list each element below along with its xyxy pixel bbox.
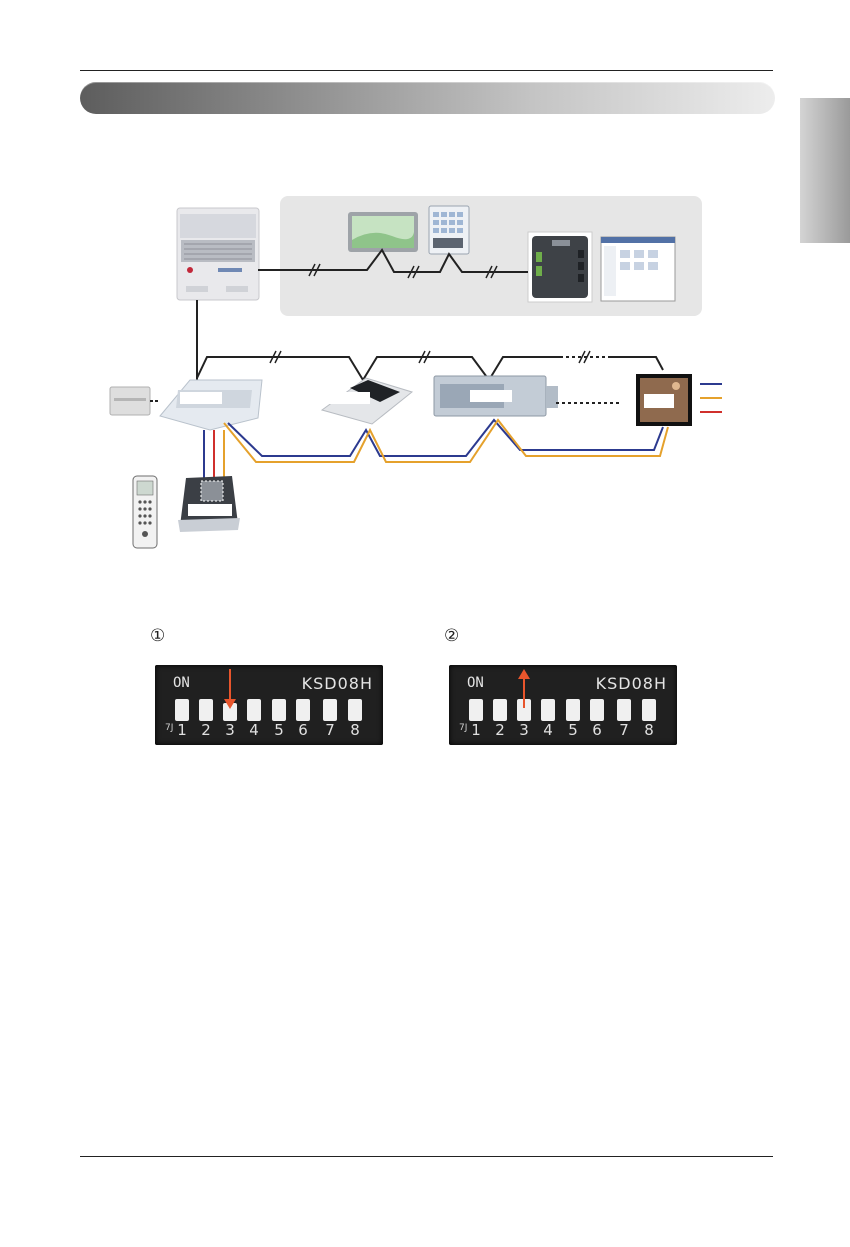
ceiling-cassette-icon [322, 378, 412, 424]
dip-switch-7[interactable] [617, 699, 631, 721]
indoor-bus-line [197, 357, 663, 380]
outdoor-unit-icon [177, 208, 259, 300]
daisy-chain-wires [224, 420, 668, 462]
thermostat-icon [636, 374, 692, 426]
dip-switch-6[interactable] [590, 699, 604, 721]
dip-switch-2[interactable] [199, 699, 213, 721]
receiver-box-icon [110, 387, 158, 415]
dip-marker-2: ② [444, 626, 459, 646]
dip-switch-panel-1: ON KSD08H 7J 1 2 3 4 5 6 7 8 [155, 665, 383, 745]
remote-wires [204, 430, 224, 482]
arrow-up-icon [523, 678, 525, 708]
dip-switch-number: 7 [614, 721, 634, 739]
dip-switch-number: 6 [293, 721, 313, 739]
duct-unit-icon [434, 376, 558, 416]
system-diagram [0, 0, 850, 600]
central-controller-icon [348, 212, 418, 252]
dip-switch-number: 2 [490, 721, 510, 739]
dip-switch-panel-2: ON KSD08H 7J 1 2 3 4 5 6 7 8 [449, 665, 677, 745]
dip-on-label: ON [467, 675, 484, 691]
dip-switch-5[interactable] [566, 699, 580, 721]
gateway-icon [528, 232, 592, 302]
dip-switch-4[interactable] [541, 699, 555, 721]
dip-switch-number: 8 [639, 721, 659, 739]
keypad-controller-icon [429, 206, 469, 254]
dip-model-label: KSD08H [596, 674, 667, 693]
dip-switch-5[interactable] [272, 699, 286, 721]
dip-switch-6[interactable] [296, 699, 310, 721]
dip-switch-number: 4 [538, 721, 558, 739]
wireless-remote-icon [133, 476, 157, 548]
dip-switch-8[interactable] [348, 699, 362, 721]
dip-switch-number: 8 [345, 721, 365, 739]
dip-switch-number: 1 [466, 721, 486, 739]
dip-switch-number: 3 [220, 721, 240, 739]
bottom-rule [80, 1156, 773, 1157]
dip-switch-number: 7 [320, 721, 340, 739]
dip-switch-number: 2 [196, 721, 216, 739]
arrow-down-icon [229, 669, 231, 701]
dip-switch-7[interactable] [323, 699, 337, 721]
dip-switch-number: 4 [244, 721, 264, 739]
dip-switch-number: 6 [587, 721, 607, 739]
dip-switch-4[interactable] [247, 699, 261, 721]
dip-switch-number: 3 [514, 721, 534, 739]
wired-remote-icon [178, 476, 240, 532]
dip-switch-number: 1 [172, 721, 192, 739]
ceiling-cassette-icon [160, 380, 262, 430]
arrow-down-head [224, 699, 236, 709]
pc-software-icon [601, 237, 675, 301]
dip-switch-number: 5 [563, 721, 583, 739]
dip-switch-1[interactable] [469, 699, 483, 721]
thermostat-wires [700, 384, 722, 412]
dip-switch-2[interactable] [493, 699, 507, 721]
dip-switch-number: 5 [269, 721, 289, 739]
dip-on-label: ON [173, 675, 190, 691]
dip-marker-1: ① [150, 626, 165, 646]
dip-switch-8[interactable] [642, 699, 656, 721]
dip-model-label: KSD08H [302, 674, 373, 693]
dip-switch-1[interactable] [175, 699, 189, 721]
